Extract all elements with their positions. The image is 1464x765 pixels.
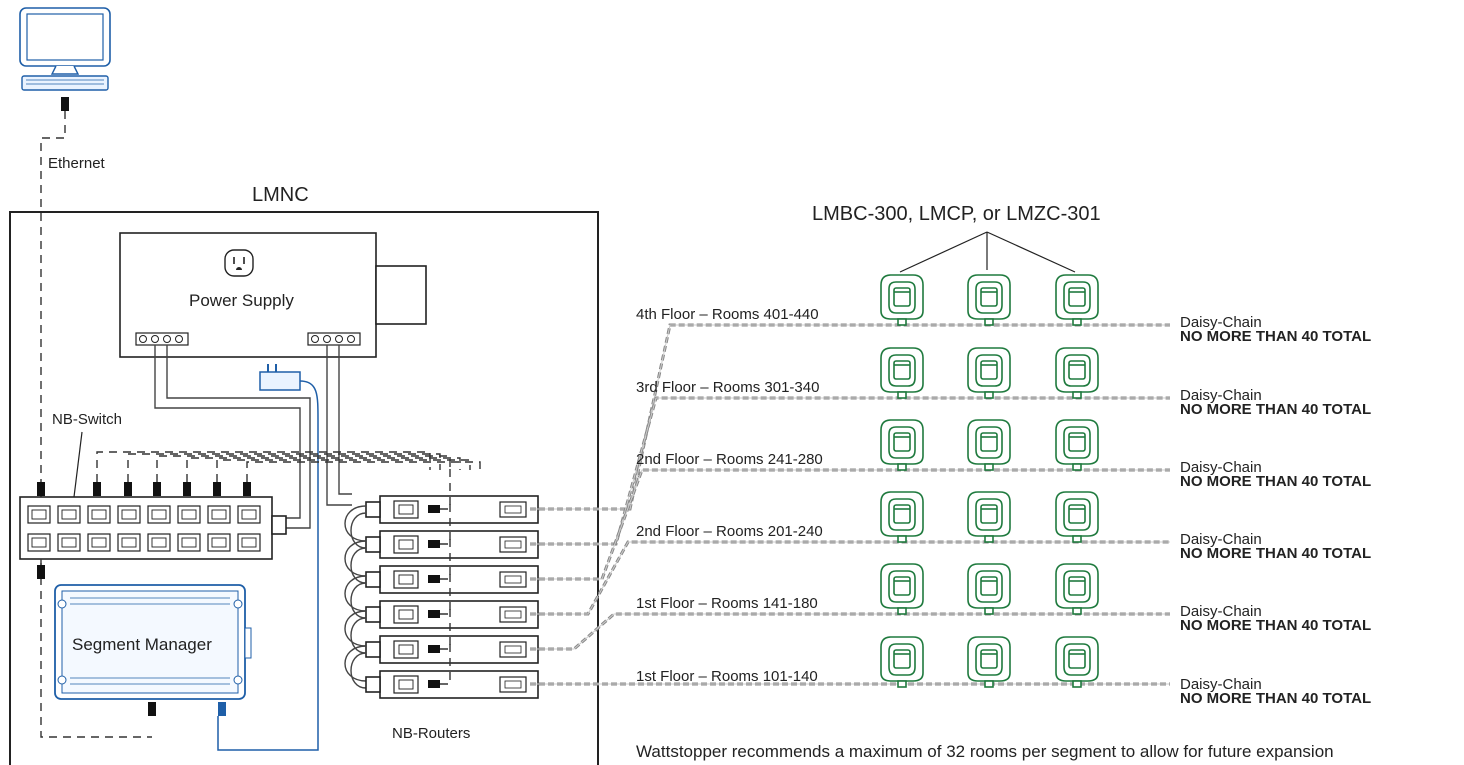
floor-label: 2nd Floor – Rooms 241-280 — [636, 451, 823, 468]
power-outlet-icon — [224, 249, 254, 277]
power-supply: Power Supply — [119, 232, 427, 358]
chain-limit-label: NO MORE THAN 40 TOTAL — [1180, 401, 1371, 418]
footnote: Wattstopper recommends a maximum of 32 r… — [636, 742, 1334, 761]
nb-router — [365, 565, 539, 594]
daisy-chain-label: Daisy-Chain — [1180, 676, 1262, 693]
switch-port — [57, 505, 81, 524]
room-controller-icon — [1055, 347, 1099, 399]
room-controller-icon — [880, 274, 924, 326]
switch-port — [237, 505, 261, 524]
room-controller-icon — [1055, 563, 1099, 615]
nb-router — [365, 670, 539, 699]
switch-port — [27, 505, 51, 524]
nb-router — [365, 635, 539, 664]
daisy-chain-label: Daisy-Chain — [1180, 387, 1262, 404]
floor-label: 1st Floor – Rooms 141-180 — [636, 595, 818, 612]
chain-limit-label: NO MORE THAN 40 TOTAL — [1180, 690, 1371, 707]
room-controller-icon — [967, 636, 1011, 688]
segment-manager: Segment Manager — [54, 584, 252, 716]
floor-label: 1st Floor – Rooms 101-140 — [636, 668, 818, 685]
terminal-block-left — [135, 332, 189, 346]
devices-group-label: LMBC-300, LMCP, or LMZC-301 — [812, 203, 1101, 225]
switch-port — [27, 533, 51, 552]
nb-routers-label: NB-Routers — [392, 725, 470, 742]
room-controller-icon — [1055, 491, 1099, 543]
switch-port — [147, 505, 171, 524]
room-controller-icon — [967, 491, 1011, 543]
switch-port — [117, 533, 141, 552]
switch-port — [87, 505, 111, 524]
terminal-block-right — [307, 332, 361, 346]
ethernet-link — [40, 111, 152, 738]
lmnc-enclosure — [9, 211, 599, 765]
floor-label: 3rd Floor – Rooms 301-340 — [636, 379, 819, 396]
nb-router — [365, 600, 539, 629]
room-controller-icon — [880, 419, 924, 471]
nb-router — [365, 495, 539, 524]
nb-switch-label: NB-Switch — [52, 411, 122, 428]
floor-label: 2nd Floor – Rooms 201-240 — [636, 523, 823, 540]
chain-limit-label: NO MORE THAN 40 TOTAL — [1180, 328, 1371, 345]
room-controller-icon — [880, 347, 924, 399]
switch-port — [57, 533, 81, 552]
chain-limit-label: NO MORE THAN 40 TOTAL — [1180, 617, 1371, 634]
daisy-chain-label: Daisy-Chain — [1180, 603, 1262, 620]
room-controller-icon — [1055, 636, 1099, 688]
segment-manager-label: Segment Manager — [72, 635, 212, 654]
power-adapter-icon — [259, 364, 301, 391]
switch-port — [237, 533, 261, 552]
daisy-chain-label: Daisy-Chain — [1180, 531, 1262, 548]
switch-port — [177, 505, 201, 524]
room-controller-icon — [967, 419, 1011, 471]
computer-monitor-icon — [19, 7, 111, 111]
chain-limit-label: NO MORE THAN 40 TOTAL — [1180, 473, 1371, 490]
nb-routers — [344, 466, 539, 699]
room-controller-icon — [1055, 419, 1099, 471]
daisy-chain-label: Daisy-Chain — [1180, 314, 1262, 331]
room-controller-icon — [967, 563, 1011, 615]
floor-label: 4th Floor – Rooms 401-440 — [636, 306, 819, 323]
switch-port — [87, 533, 111, 552]
switch-port — [207, 505, 231, 524]
room-controller-icon — [967, 274, 1011, 326]
room-controller-icon — [880, 636, 924, 688]
power-supply-label: Power Supply — [189, 291, 294, 310]
switch-port — [117, 505, 141, 524]
nb-router — [365, 530, 539, 559]
lmnc-title: LMNC — [252, 184, 309, 206]
chain-limit-label: NO MORE THAN 40 TOTAL — [1180, 545, 1371, 562]
room-controller-icon — [967, 347, 1011, 399]
switch-port — [147, 533, 171, 552]
room-controller-icon — [880, 491, 924, 543]
ethernet-label: Ethernet — [48, 155, 106, 172]
room-controller-icon — [1055, 274, 1099, 326]
nb-switch — [19, 496, 287, 560]
room-controller-icon — [880, 563, 924, 615]
daisy-chain-label: Daisy-Chain — [1180, 459, 1262, 476]
switch-port — [177, 533, 201, 552]
switch-port — [207, 533, 231, 552]
